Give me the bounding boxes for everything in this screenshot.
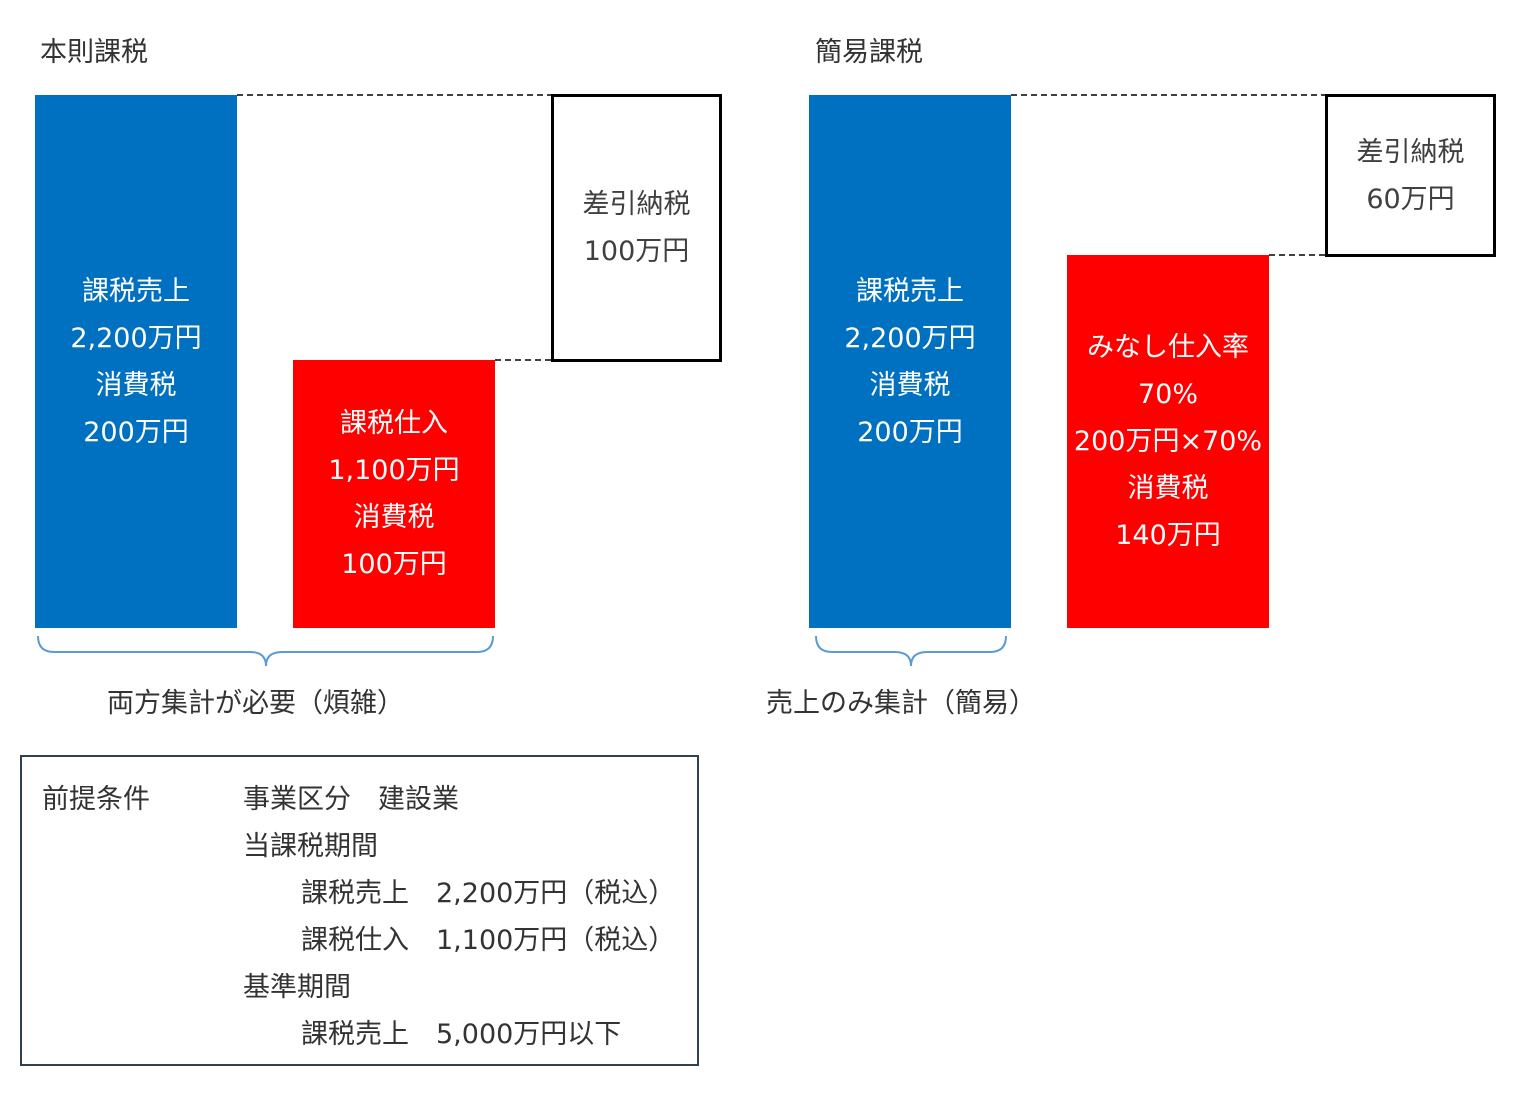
right-purchase-line-5: 140万円 — [1115, 520, 1221, 551]
conditions-current-period: 当課税期間 — [243, 831, 378, 862]
left-bracket-icon — [37, 635, 494, 667]
left-purchase-line-4: 100万円 — [341, 549, 447, 580]
right-purchase-box: みなし仕入率 70% 200万円×70% 消費税 140万円 — [1067, 255, 1269, 628]
left-purchase-box: 課税仕入 1,100万円 消費税 100万円 — [293, 360, 495, 628]
left-net-line-1: 差引納税 — [582, 189, 691, 220]
right-purchase-line-2: 70% — [1137, 379, 1198, 410]
conditions-current-purchase: 課税仕入 1,100万円（税込） — [301, 925, 676, 956]
conditions-business: 事業区分 建設業 — [243, 784, 459, 815]
conditions-current-sales: 課税売上 2,200万円（税込） — [301, 878, 676, 909]
right-net-line-2: 60万円 — [1366, 183, 1455, 215]
left-caption: 両方集計が必要（煩雑） — [107, 688, 404, 719]
right-bracket-icon — [815, 635, 1007, 667]
right-net-tax-box: 差引納税 60万円 — [1325, 94, 1496, 257]
left-purchase-line-1: 課税仕入 — [340, 408, 448, 439]
conditions-label: 前提条件 — [42, 784, 150, 815]
left-sales-line-1: 課税売上 — [82, 275, 190, 307]
right-sales-line-1: 課税売上 — [856, 275, 964, 307]
left-sales-line-2: 2,200万円 — [70, 322, 202, 354]
left-net-line-2: 100万円 — [583, 236, 690, 267]
right-purchase-line-1: みなし仕入率 — [1087, 332, 1249, 363]
right-caption: 売上のみ集計（簡易） — [766, 688, 1036, 719]
conditions-box: 前提条件 事業区分 建設業 当課税期間 課税売上 2,200万円（税込） 課税仕… — [20, 755, 699, 1066]
right-purchase-line-4: 消費税 — [1127, 473, 1209, 504]
left-purchase-line-3: 消費税 — [353, 502, 435, 533]
conditions-base-period: 基準期間 — [243, 972, 351, 1003]
left-sales-line-3: 消費税 — [95, 369, 177, 401]
left-net-tax-box: 差引納税 100万円 — [551, 94, 722, 362]
right-purchase-line-3: 200万円×70% — [1073, 426, 1263, 457]
left-sales-box: 課税売上 2,200万円 消費税 200万円 — [35, 95, 237, 628]
right-sales-line-3: 消費税 — [869, 369, 951, 401]
right-net-line-1: 差引納税 — [1356, 136, 1465, 168]
left-sales-line-4: 200万円 — [83, 416, 189, 448]
right-title: 簡易課税 — [815, 37, 923, 68]
right-sales-line-4: 200万円 — [857, 416, 963, 448]
left-title: 本則課税 — [40, 37, 148, 68]
conditions-base-sales: 課税売上 5,000万円以下 — [301, 1019, 622, 1050]
left-purchase-line-2: 1,100万円 — [328, 455, 460, 486]
right-sales-box: 課税売上 2,200万円 消費税 200万円 — [809, 95, 1011, 628]
right-sales-line-2: 2,200万円 — [844, 322, 976, 354]
